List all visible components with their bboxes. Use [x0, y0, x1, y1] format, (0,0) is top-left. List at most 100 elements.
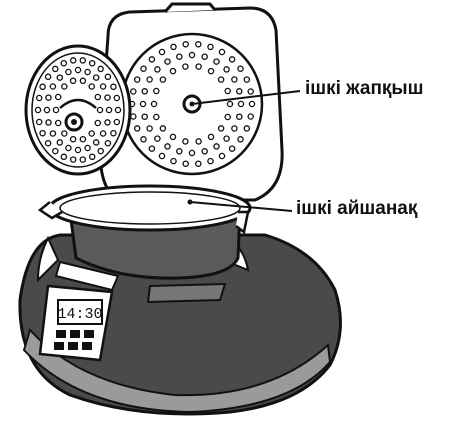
vent-hole — [147, 77, 152, 82]
vent-hole — [53, 107, 58, 112]
vent-hole — [208, 69, 213, 74]
vent-hole — [224, 67, 229, 72]
vent-hole — [141, 137, 146, 142]
vent-hole — [154, 88, 159, 93]
vent-hole — [159, 153, 164, 158]
vent-hole — [237, 89, 242, 94]
vent-hole — [238, 137, 243, 142]
vent-hole — [155, 67, 160, 72]
vent-hole — [208, 159, 213, 164]
vent-hole — [196, 42, 201, 47]
vent-hole — [244, 77, 249, 82]
panel-key — [82, 342, 92, 350]
vent-hole — [159, 49, 164, 54]
vent-hole — [227, 101, 232, 106]
vent-hole — [61, 61, 66, 66]
vent-hole — [208, 134, 213, 139]
panel-key — [84, 330, 94, 338]
vent-hole — [196, 139, 201, 144]
vent-hole — [237, 114, 242, 119]
vent-hole — [189, 150, 194, 155]
vent-hole — [131, 114, 136, 119]
vent-hole — [90, 61, 95, 66]
vent-hole — [202, 149, 207, 154]
vent-hole — [61, 154, 66, 159]
vent-hole — [160, 77, 165, 82]
vent-hole — [232, 77, 237, 82]
vent-hole — [50, 131, 55, 136]
vent-hole — [89, 131, 94, 136]
vent-hole — [135, 77, 140, 82]
vent-hole — [249, 101, 254, 106]
vent-hole — [154, 114, 159, 119]
vent-hole — [57, 75, 62, 80]
label-inner-lid: ішкі жапқыш — [305, 78, 424, 100]
vent-hole — [44, 107, 49, 112]
vent-hole — [35, 107, 40, 112]
vent-hole — [75, 67, 80, 72]
vent-hole — [75, 147, 80, 152]
vent-hole — [111, 84, 116, 89]
vent-hole — [101, 84, 106, 89]
vent-hole — [46, 74, 51, 79]
inner-lid — [26, 46, 130, 174]
vent-hole — [214, 59, 219, 64]
vent-hole — [140, 101, 145, 106]
vent-hole — [230, 57, 235, 62]
vent-hole — [170, 134, 175, 139]
vent-hole — [98, 149, 103, 154]
vent-hole — [105, 141, 110, 146]
vent-hole — [53, 66, 58, 71]
vent-hole — [219, 153, 224, 158]
vent-hole — [214, 144, 219, 149]
vent-hole — [98, 66, 103, 71]
vent-hole — [80, 137, 85, 142]
vent-hole — [105, 95, 110, 100]
vent-hole — [160, 126, 165, 131]
vent-hole — [177, 149, 182, 154]
vent-hole — [95, 94, 100, 99]
vent-hole — [248, 89, 253, 94]
panel-key — [68, 342, 78, 350]
vent-hole — [37, 119, 42, 124]
vent-hole — [219, 49, 224, 54]
vent-hole — [219, 126, 224, 131]
vent-hole — [165, 59, 170, 64]
vent-hole — [225, 114, 230, 119]
vent-hole — [71, 58, 76, 63]
vent-hole — [224, 136, 229, 141]
vent-hole — [115, 107, 120, 112]
vent-hole — [71, 137, 76, 142]
vent-hole — [50, 84, 55, 89]
vent-hole — [37, 95, 42, 100]
vent-hole — [46, 95, 51, 100]
vent-hole — [80, 157, 85, 162]
vent-hole — [114, 95, 119, 100]
vent-hole — [165, 144, 170, 149]
vent-hole — [232, 126, 237, 131]
vent-hole — [66, 69, 71, 74]
vent-hole — [183, 139, 188, 144]
vent-hole — [151, 101, 156, 106]
vent-hole — [142, 89, 147, 94]
vent-hole — [105, 120, 110, 125]
lcd-time: 14:30 — [57, 306, 102, 323]
vent-hole — [131, 89, 136, 94]
vent-hole — [208, 44, 213, 49]
panel-key — [56, 330, 66, 338]
vent-hole — [183, 42, 188, 47]
vent-hole — [97, 107, 102, 112]
vent-hole — [105, 74, 110, 79]
control-panel: 14:30 — [40, 286, 112, 360]
vent-hole — [94, 75, 99, 80]
vent-hole — [62, 131, 67, 136]
vent-hole — [202, 54, 207, 59]
vent-hole — [40, 131, 45, 136]
vent-hole — [149, 57, 154, 62]
vent-hole — [66, 145, 71, 150]
panel-key — [54, 342, 64, 350]
vent-hole — [219, 77, 224, 82]
vent-hole — [56, 120, 61, 125]
vent-hole — [238, 101, 243, 106]
vent-hole — [57, 140, 62, 145]
